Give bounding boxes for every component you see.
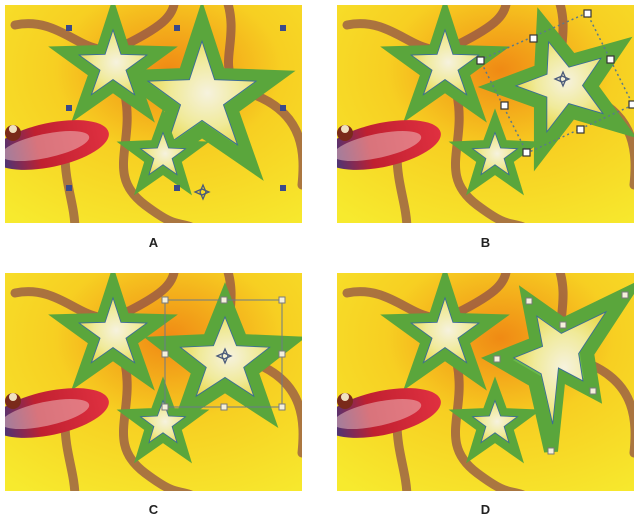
reference-point-icon[interactable]: [193, 183, 211, 201]
star-small[interactable]: [448, 108, 542, 196]
distort-handles[interactable]: [493, 291, 629, 455]
spaceship: [337, 120, 441, 170]
star-top-left[interactable]: [48, 273, 178, 391]
star-top-left[interactable]: [48, 5, 178, 123]
star-top-left[interactable]: [380, 5, 510, 123]
panel-c: [5, 273, 302, 491]
panel-label-b: B: [480, 235, 491, 250]
panel-b: [337, 5, 634, 223]
reference-point-icon[interactable]: [553, 70, 571, 88]
panel-label-a: A: [148, 235, 159, 250]
star-small[interactable]: [448, 376, 542, 464]
spaceship: [5, 120, 109, 170]
panel-label-d: D: [480, 502, 491, 517]
spaceship: [5, 388, 109, 438]
spaceship: [337, 388, 441, 438]
reference-point-icon[interactable]: [215, 347, 233, 365]
scale-bounding-box[interactable]: [161, 296, 286, 411]
star-large-rotated[interactable]: [477, 7, 634, 172]
anchor-points: [66, 25, 286, 191]
panel-a: [5, 5, 302, 223]
rotated-bounding-box[interactable]: [476, 9, 634, 157]
star-large-scaled[interactable]: [143, 282, 302, 429]
panel-label-c: C: [148, 502, 159, 517]
star-top-left[interactable]: [380, 273, 510, 391]
panel-d: [337, 273, 634, 491]
star-small[interactable]: [116, 376, 210, 464]
star-small[interactable]: [116, 108, 210, 196]
star-large[interactable]: [108, 5, 296, 181]
star-large-distorted[interactable]: [481, 282, 634, 453]
